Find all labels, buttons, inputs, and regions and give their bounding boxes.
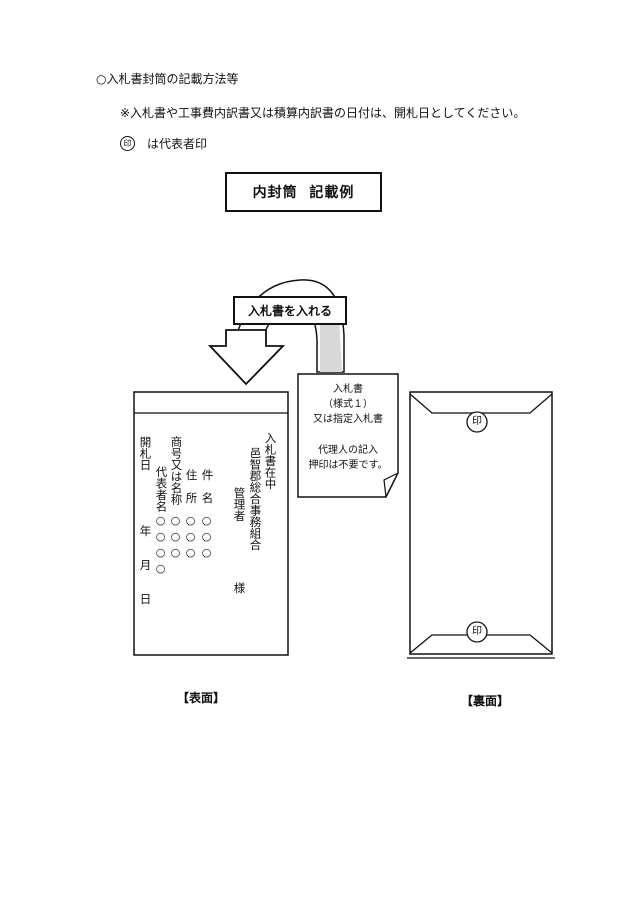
item-name-label: 件 名 — [201, 469, 213, 504]
address-label: 住 所 — [185, 469, 197, 504]
arrow-label: 入札書を入れる — [234, 297, 346, 324]
date-day: 日 — [139, 593, 151, 605]
addressee-line-1: 入札書在中 — [264, 432, 276, 490]
addressee-line-2: 邑智郡総合事務組合 — [249, 447, 261, 551]
bid-date-label: 開札日 — [139, 436, 151, 471]
paper-line-5: 押印は不要です。 — [300, 459, 396, 473]
company-value: ○○○ — [170, 514, 181, 562]
company-label: 商号又は名称 — [170, 436, 182, 505]
representative-label: 代表者名 — [155, 466, 167, 512]
back-seal-top-text: 印 — [467, 414, 487, 430]
date-month: 月 — [139, 559, 151, 571]
paper-line-4: 代理人の記入 — [300, 444, 396, 458]
representative-value: ○○○○ — [155, 514, 166, 578]
paper-line-2: （様式１） — [300, 398, 396, 412]
address-value: ○○○ — [185, 514, 196, 562]
paper-line-1: 入札書 — [300, 383, 396, 397]
addressee-sama: 様 — [233, 582, 245, 594]
insert-arrow-icon — [210, 330, 283, 384]
back-side-label: 【裏面】 — [461, 692, 509, 709]
back-seal-bottom-text: 印 — [467, 624, 487, 640]
addressee-line-3: 管理者 — [233, 487, 245, 522]
front-side-label: 【表面】 — [177, 689, 225, 706]
item-name-value: ○○○ — [201, 514, 212, 562]
paper-line-3: 又は指定入札書 — [300, 413, 396, 427]
date-year: 年 — [139, 525, 151, 537]
